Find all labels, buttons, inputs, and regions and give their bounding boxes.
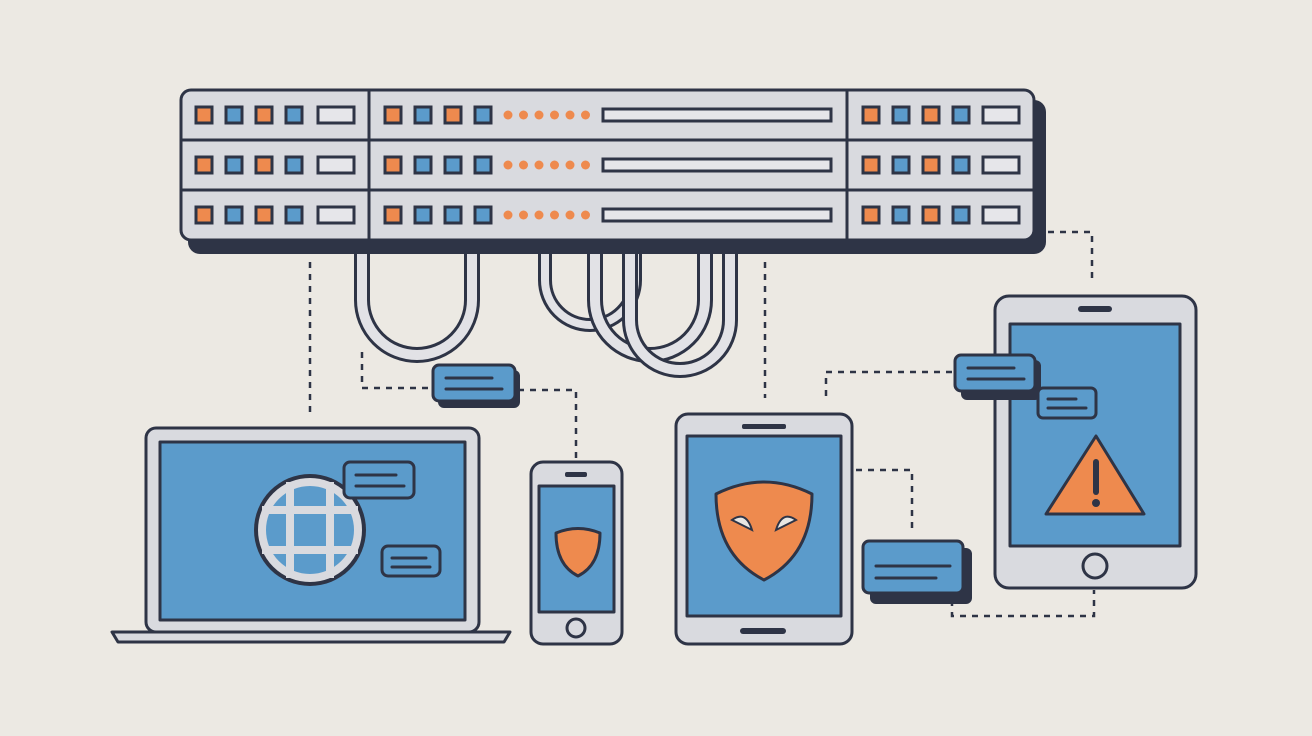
activity-light xyxy=(581,210,590,220)
status-led xyxy=(194,155,214,175)
status-led xyxy=(473,105,493,125)
status-led xyxy=(443,205,463,225)
status-led xyxy=(383,205,403,225)
message-bubble-icon xyxy=(953,353,1041,400)
connection-lines xyxy=(308,230,1096,618)
status-led xyxy=(254,105,274,125)
drive-slot xyxy=(981,155,1021,175)
activity-light xyxy=(503,110,513,120)
cables xyxy=(354,250,738,378)
status-led xyxy=(891,155,911,175)
activity-light xyxy=(565,160,575,170)
activity-light xyxy=(534,210,544,220)
activity-light xyxy=(534,160,544,170)
server-rack xyxy=(179,88,1046,254)
drive-bay xyxy=(601,157,833,173)
drive-slot xyxy=(316,205,356,225)
activity-light xyxy=(550,110,559,120)
status-led xyxy=(951,205,971,225)
tablet xyxy=(993,294,1198,590)
activity-light xyxy=(565,110,575,120)
activity-light xyxy=(581,160,590,170)
status-led xyxy=(284,155,304,175)
status-led xyxy=(861,205,881,225)
globe-icon xyxy=(254,474,366,586)
activity-light xyxy=(534,110,544,120)
message-bubble-icon xyxy=(1036,386,1098,420)
status-led xyxy=(951,105,971,125)
activity-light xyxy=(581,110,590,120)
status-led xyxy=(861,105,881,125)
status-led xyxy=(284,105,304,125)
laptop xyxy=(110,426,512,644)
status-led xyxy=(413,155,433,175)
status-led xyxy=(861,155,881,175)
drive-slot xyxy=(316,105,356,125)
status-led xyxy=(284,205,304,225)
status-led xyxy=(254,155,274,175)
status-led xyxy=(224,205,244,225)
status-led xyxy=(921,105,941,125)
status-led xyxy=(443,105,463,125)
status-led xyxy=(443,155,463,175)
status-led xyxy=(254,205,274,225)
status-led xyxy=(224,155,244,175)
activity-light xyxy=(503,210,513,220)
tablet xyxy=(674,412,854,646)
drive-slot xyxy=(981,205,1021,225)
message-bubble-icon xyxy=(861,539,972,604)
status-led xyxy=(473,205,493,225)
drive-slot xyxy=(316,155,356,175)
smartphone xyxy=(529,460,624,646)
status-led xyxy=(921,155,941,175)
drive-slot xyxy=(981,105,1021,125)
activity-light xyxy=(519,160,528,170)
status-led xyxy=(383,155,403,175)
status-led xyxy=(951,155,971,175)
activity-light xyxy=(519,110,528,120)
warning-icon xyxy=(1044,434,1146,516)
activity-light xyxy=(550,210,559,220)
activity-light xyxy=(519,210,528,220)
status-led xyxy=(891,205,911,225)
status-led xyxy=(224,105,244,125)
shield-icon xyxy=(554,527,602,578)
status-led xyxy=(891,105,911,125)
status-led xyxy=(473,155,493,175)
status-led xyxy=(413,205,433,225)
message-bubble-icon xyxy=(380,544,442,578)
shield-icon xyxy=(714,480,814,582)
status-led xyxy=(383,105,403,125)
activity-light xyxy=(503,160,513,170)
message-bubble-icon xyxy=(342,460,416,500)
status-led xyxy=(921,205,941,225)
status-led xyxy=(194,205,214,225)
status-led xyxy=(413,105,433,125)
drive-bay xyxy=(601,207,833,223)
drive-bay xyxy=(601,107,833,123)
message-bubble-icon xyxy=(431,363,520,408)
status-led xyxy=(194,105,214,125)
activity-light xyxy=(565,210,575,220)
activity-light xyxy=(550,160,559,170)
